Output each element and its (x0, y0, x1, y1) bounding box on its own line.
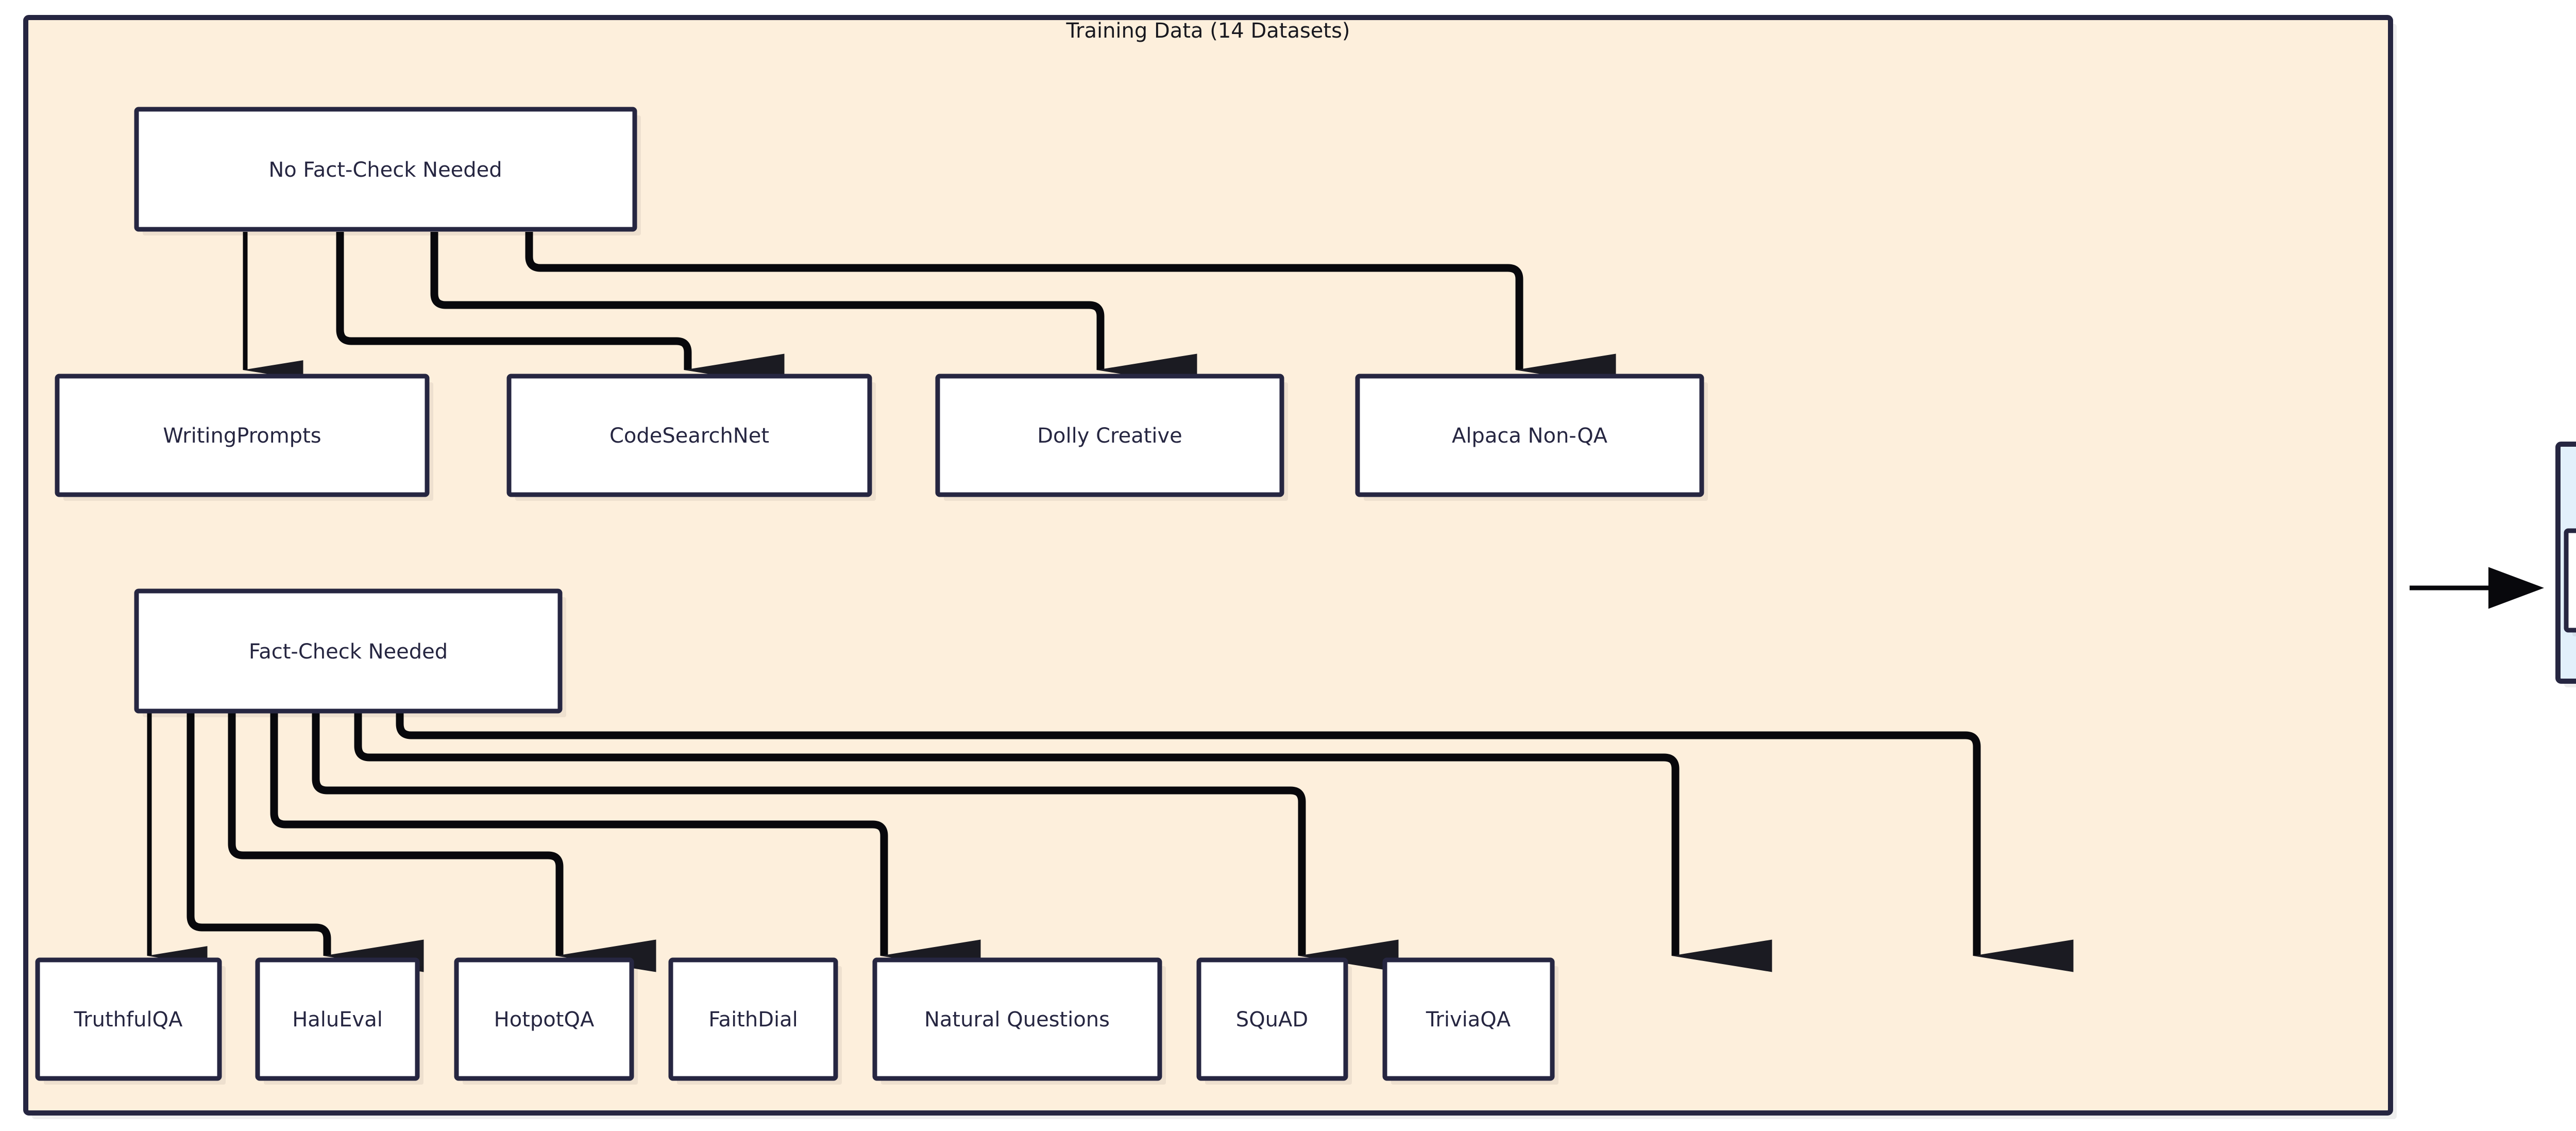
node-alpaca-non-qa[interactable]: Alpaca Non-QA (1355, 374, 1708, 501)
edge-factcheck-to-naturalquestions (312, 711, 1399, 972)
node-box[interactable] (1355, 374, 1704, 497)
node-halueval[interactable]: HaluEval (255, 957, 423, 1085)
node-label-squad: SQuAD (1236, 1008, 1308, 1032)
node-box[interactable] (134, 107, 637, 232)
edge-nofactcheck-to-dollycreative (430, 232, 1197, 386)
node-faithdial[interactable]: FaithDial (668, 957, 842, 1085)
node-box[interactable] (872, 957, 1162, 1081)
node-dolly-creative[interactable]: Dolly Creative (935, 374, 1288, 501)
node-label-natural-questions: Natural Questions (924, 1008, 1110, 1032)
edges-no-fact-check (243, 232, 1616, 386)
node-natural-questions[interactable]: Natural Questions (872, 957, 1166, 1085)
edge-factcheck-to-haluEval (187, 711, 424, 972)
node-label-dolly-creative: Dolly Creative (1037, 424, 1182, 448)
node-fact-check-needed[interactable]: Fact-Check Needed (134, 588, 566, 717)
edges-fact-check (147, 711, 2074, 972)
node-label-alpaca-non-qa: Alpaca Non-QA (1452, 424, 1608, 448)
node-box[interactable] (2564, 528, 2576, 633)
node-box[interactable] (55, 374, 430, 497)
node-label-fact-check-needed: Fact-Check Needed (249, 640, 448, 664)
node-label-triviaqa: TriviaQA (1426, 1008, 1511, 1032)
node-no-fact-check-needed[interactable]: No Fact-Check Needed (134, 107, 641, 235)
node-box[interactable] (1196, 957, 1348, 1081)
cluster-training-data: Training Data (14 Datasets) (23, 15, 2397, 1119)
node-label-no-fact-check-needed: No Fact-Check Needed (268, 158, 502, 182)
training-cluster-box (23, 15, 2393, 1116)
node-hotpotqa[interactable]: HotpotQA (454, 957, 638, 1085)
training-cluster-title: Training Data (14 Datasets) (1065, 19, 1350, 43)
node-box[interactable] (1382, 957, 1555, 1081)
node-box[interactable] (134, 588, 563, 714)
node-label-truthfulqa: TruthfulQA (74, 1008, 183, 1032)
node-label-codesearchnet: CodeSearchNet (609, 424, 769, 448)
edge-nofactcheck-to-alpacanonqa (525, 232, 1616, 386)
node-codesearchnet[interactable]: CodeSearchNet (506, 374, 876, 501)
node-label-writingprompts: WritingPrompts (163, 424, 321, 448)
node-modernbert-base[interactable]: ModernBERT Base (2564, 528, 2576, 636)
node-box[interactable] (454, 957, 634, 1081)
edge-factcheck-to-faithdial (270, 711, 981, 972)
node-squad[interactable]: SQuAD (1196, 957, 1352, 1085)
edge-factcheck-to-squad (354, 711, 1772, 972)
node-box[interactable] (255, 957, 420, 1081)
node-box[interactable] (506, 374, 872, 497)
node-box[interactable] (935, 374, 1284, 497)
node-box[interactable] (35, 957, 222, 1081)
edge-nofactcheck-to-codesearchnet (336, 232, 785, 386)
node-box[interactable] (668, 957, 838, 1081)
edge-factcheck-to-hotpotqa (228, 711, 656, 972)
node-triviaqa[interactable]: TriviaQA (1382, 957, 1558, 1085)
node-label-halueval: HaluEval (292, 1008, 383, 1032)
node-label-faithdial: FaithDial (708, 1008, 798, 1032)
node-writingprompts[interactable]: WritingPrompts (55, 374, 433, 501)
node-label-hotpotqa: HotpotQA (494, 1008, 595, 1032)
node-truthfulqa[interactable]: TruthfulQA (35, 957, 226, 1085)
edge-factcheck-to-triviaqa (396, 711, 2074, 972)
